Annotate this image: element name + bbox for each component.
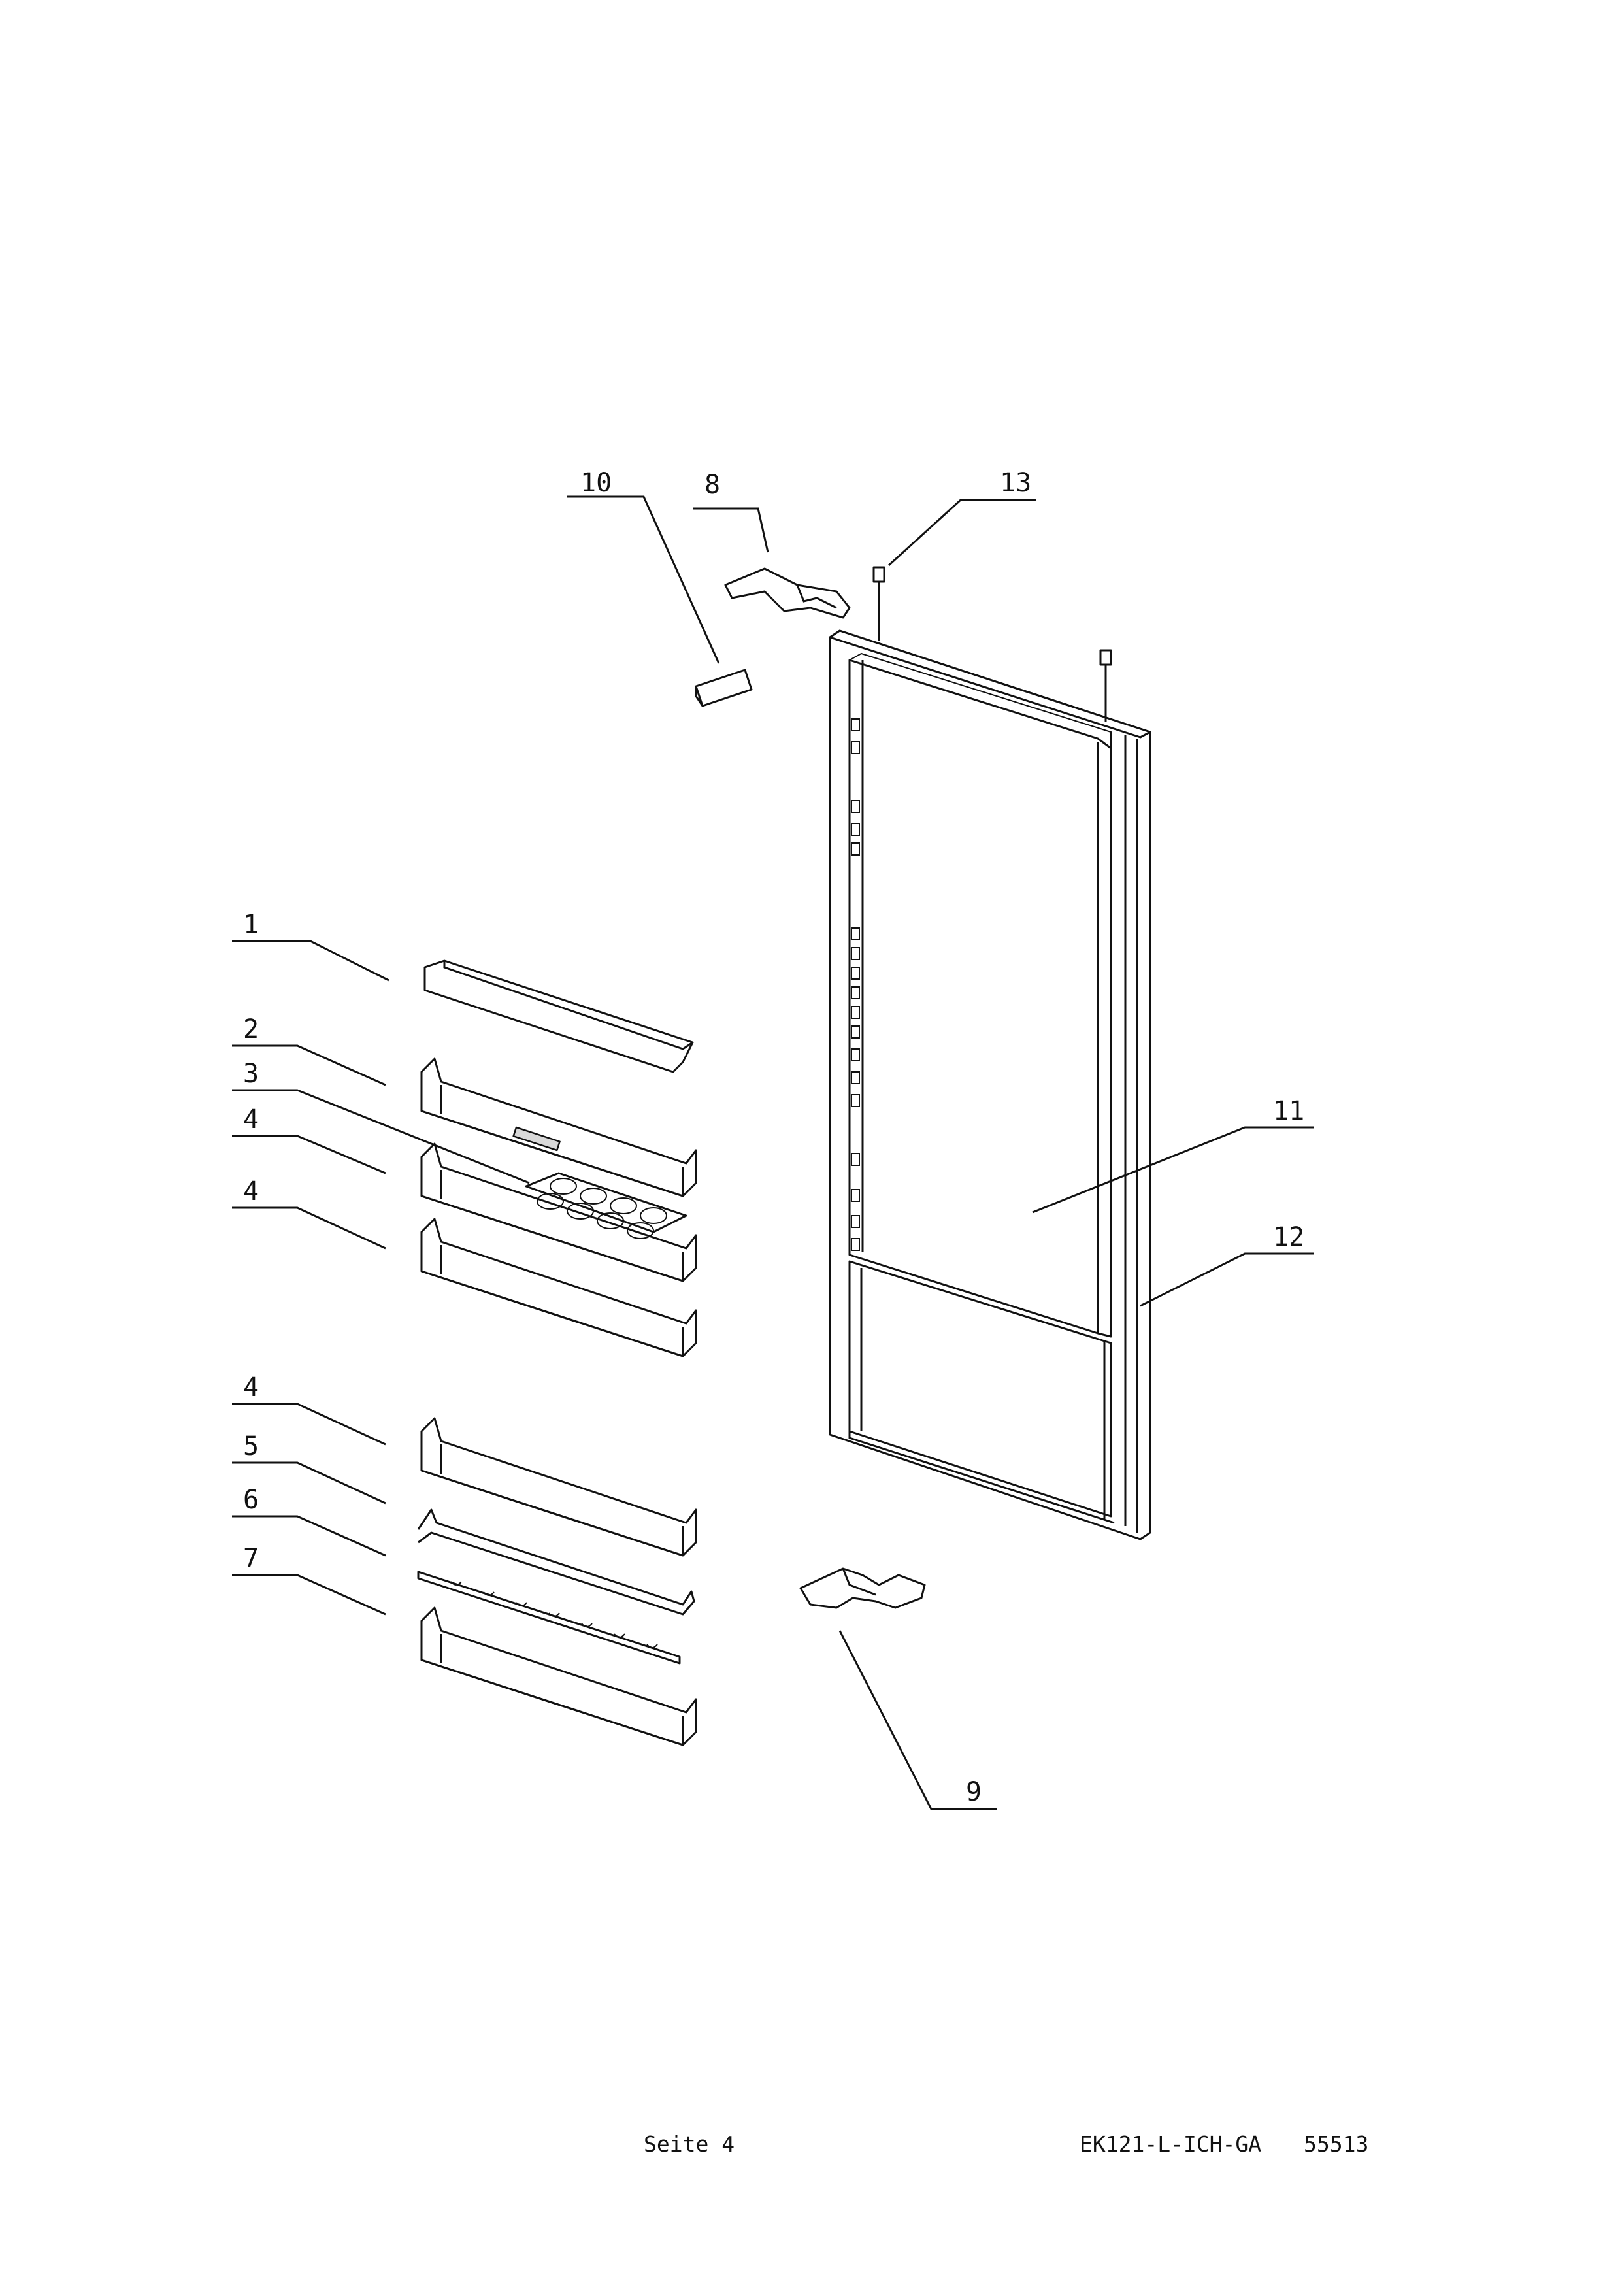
hinge-screws xyxy=(872,566,1112,722)
callout-4a: 4 xyxy=(243,1105,259,1135)
top-hinge xyxy=(724,567,851,619)
door-liner-upper xyxy=(848,659,1112,1338)
callout-5: 5 xyxy=(243,1431,259,1461)
hinge-cover xyxy=(695,669,753,707)
page-number: Seite 4 xyxy=(644,2131,735,2157)
shelf-3 xyxy=(420,1142,697,1282)
bottle-guard xyxy=(417,1508,695,1616)
leader-lines xyxy=(232,495,1314,1810)
shelf-slots xyxy=(851,718,860,1251)
callout-13: 13 xyxy=(1000,468,1031,498)
egg-tray xyxy=(525,1172,687,1233)
callout-4c: 4 xyxy=(243,1373,259,1403)
callout-8: 8 xyxy=(704,470,720,500)
shelf-4-lower xyxy=(420,1417,697,1557)
bottle-holder xyxy=(417,1571,681,1665)
callout-10: 10 xyxy=(580,468,612,498)
callout-6: 6 xyxy=(243,1485,259,1515)
shelf-2 xyxy=(420,1057,697,1197)
callout-7: 7 xyxy=(243,1544,259,1574)
callout-2: 2 xyxy=(243,1014,259,1044)
shelf-cover xyxy=(423,959,694,1073)
shelf-7 xyxy=(420,1606,697,1746)
callout-9: 9 xyxy=(966,1777,982,1807)
bottom-hinge xyxy=(799,1567,926,1609)
callout-labels: 1 2 3 4 4 4 5 6 7 8 9 10 11 12 13 xyxy=(243,468,1304,1807)
page-footer: Seite 4 EK121-L-ICH-GA 55513 xyxy=(644,2131,1368,2157)
callout-4b: 4 xyxy=(243,1176,259,1206)
callout-1: 1 xyxy=(243,910,259,940)
document-code: 55513 xyxy=(1304,2131,1368,2157)
callout-11: 11 xyxy=(1273,1096,1304,1126)
callout-12: 12 xyxy=(1273,1222,1304,1252)
model-number: EK121-L-ICH-GA xyxy=(1080,2131,1261,2157)
callout-3: 3 xyxy=(243,1059,259,1089)
shelf-4-upper xyxy=(420,1218,697,1357)
door-assembly xyxy=(829,629,1151,1540)
